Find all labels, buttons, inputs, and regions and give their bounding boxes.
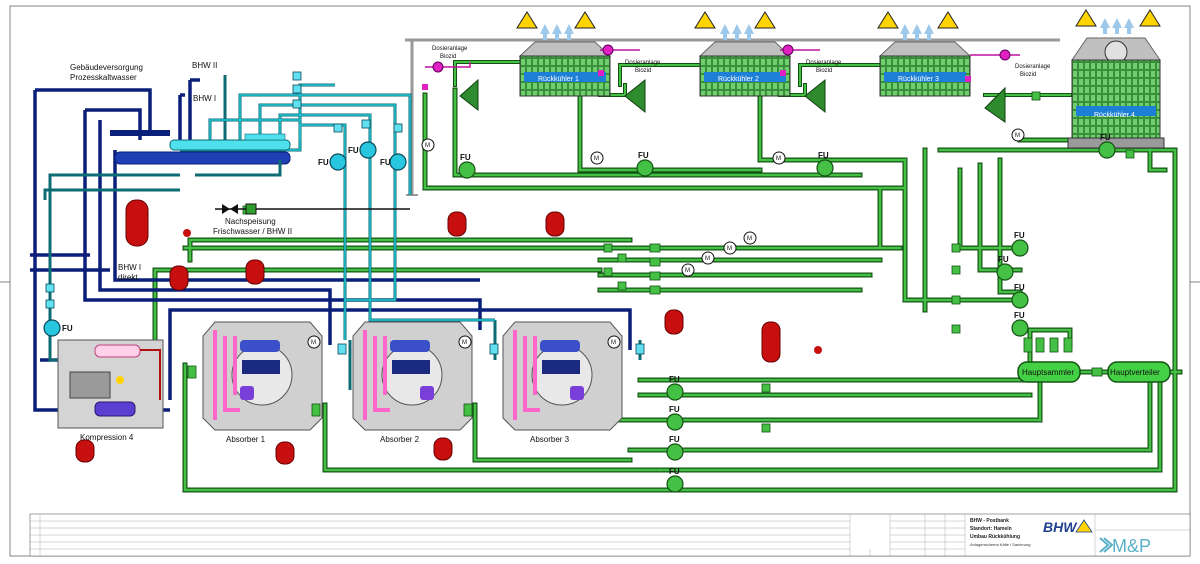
makeup-label-1: Nachspeisung [225, 217, 276, 226]
dosing-units [422, 44, 1020, 90]
cooler-3-label: Rückkühler 3 [898, 76, 939, 83]
header-pipe-supply [114, 151, 291, 165]
fu-label: FU [669, 467, 680, 476]
fu-label: FU [348, 146, 359, 155]
dosing-4-label-1: Dosieranlage [1015, 64, 1051, 70]
dosing-3-label-1: Dosieranlage [806, 60, 842, 66]
main-collector [1017, 361, 1081, 383]
mp-logo: M&P [1112, 536, 1151, 556]
motor-label: M [685, 268, 690, 274]
makeup-label-2: Frischwasser / BHW II [213, 227, 292, 236]
fu-label: FU [380, 158, 391, 167]
dosing-4-label-2: Biozid [1020, 72, 1036, 78]
valve-icon [187, 91, 1135, 433]
compression-unit [57, 339, 164, 429]
fu-label: FU [669, 435, 680, 444]
fu-label: FU [669, 375, 680, 384]
cooler-2-label: Rückkühler 2 [718, 76, 759, 83]
building-supply-label: Gebäudeversorgung [70, 63, 143, 72]
heat-exchangers [459, 78, 1006, 123]
absorber-1 [202, 321, 323, 431]
motor-label: M [705, 256, 710, 262]
blue-pipes [30, 78, 632, 412]
title-project: Umbau Rückkühlung [970, 534, 1020, 540]
dosing-2-label-1: Dosieranlage [625, 60, 661, 66]
fu-label: FU [1014, 231, 1025, 240]
absorber-1-label: Absorber 1 [226, 435, 266, 444]
absorber-2 [352, 321, 473, 431]
motor-label: M [727, 246, 732, 252]
cooler-4-label: Rückkühler 4 [1094, 112, 1135, 119]
cyan-pipes [43, 75, 642, 390]
fu-label: FU [460, 153, 471, 162]
fu-label: FU [1014, 311, 1025, 320]
dosing-3-label-2: Biozid [816, 68, 832, 74]
green-pipes [152, 60, 1183, 493]
title-description: Anlagenschema Kälte / Sanierung [970, 542, 1030, 547]
pump-icon [43, 141, 407, 337]
biohazard-warning-icon [516, 9, 1161, 29]
motor-label: M [311, 340, 316, 346]
bhw1-direct-label-1: BHW I [118, 263, 141, 272]
main-collector-label: Hauptsammler [1022, 368, 1074, 377]
title-company: BHW - Postbank [970, 518, 1009, 524]
motor-labels: M M M M M M M M M M M [311, 133, 1020, 346]
fu-label: FU [318, 158, 329, 167]
valve-icon [45, 71, 645, 355]
absorber-units [202, 321, 623, 431]
motor-label: M [462, 340, 467, 346]
fu-label: FU [818, 151, 829, 160]
header-pipe-return [169, 139, 291, 151]
bhw1-label: BHW I [193, 94, 216, 103]
absorber-3 [502, 321, 623, 431]
absorber-3-label: Absorber 3 [530, 435, 570, 444]
bhw2-label: BHW II [192, 61, 217, 70]
motor-label: M [747, 236, 752, 242]
cooler-1-label: Rückkühler 1 [538, 76, 579, 83]
dosing-1-label-2: Biozid [440, 54, 456, 60]
pump-icon [458, 141, 1116, 493]
main-distributor [1107, 361, 1171, 383]
fu-label: FU [638, 151, 649, 160]
title-block: BHW - Postbank Standort: Hameln Umbau Rü… [29, 513, 1191, 557]
bhw1-direct-label-2: direkt [118, 273, 138, 282]
fu-label: FU [998, 255, 1009, 264]
fu-label: FU [1100, 133, 1111, 142]
fu-labels: FU FU FU FU FU FU FU FU FU FU FU FU FU F… [62, 133, 1111, 476]
fu-label: FU [62, 324, 73, 333]
main-distributor-label: Hauptverteiler [1110, 368, 1160, 377]
dosing-1-label-1: Dosieranlage [432, 46, 468, 52]
motor-label: M [1015, 133, 1020, 139]
expansion-vessels [75, 199, 822, 465]
fu-label: FU [669, 405, 680, 414]
bhw-logo: BHW [1043, 519, 1078, 535]
cooling-towers [518, 18, 1165, 149]
motor-label: M [776, 156, 781, 162]
motor-label: M [425, 143, 430, 149]
absorber-2-label: Absorber 2 [380, 435, 420, 444]
compression-label: Kompression 4 [80, 433, 134, 442]
dosing-2-label-2: Biozid [635, 68, 651, 74]
motor-valve-icon [307, 128, 1025, 349]
motor-label: M [594, 156, 599, 162]
motor-label: M [611, 340, 616, 346]
process-cold-water-label: Prozesskaltwasser [70, 73, 137, 82]
title-location: Standort: Hameln [970, 526, 1012, 532]
makeup-water-line [215, 203, 410, 215]
fu-label: FU [1014, 283, 1025, 292]
